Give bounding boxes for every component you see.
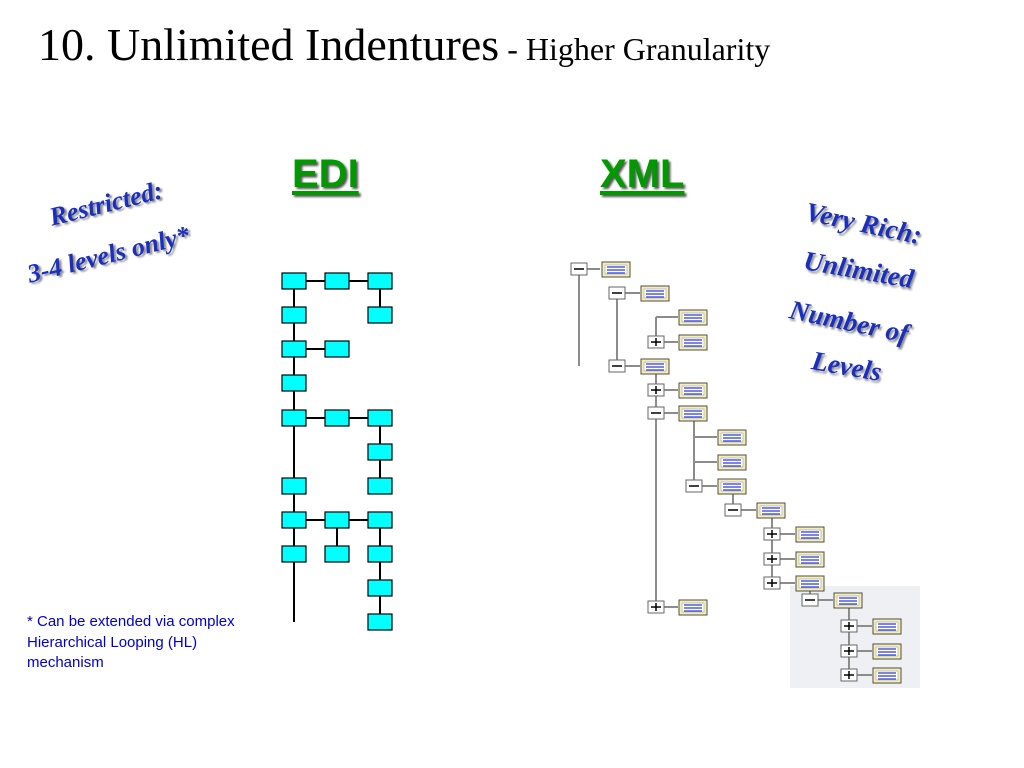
edi-segment-box [324, 409, 350, 427]
edi-segment-box [367, 579, 393, 597]
edi-segment-box [324, 545, 350, 563]
edi-segment-box [324, 511, 350, 529]
xml-heading: XML [600, 152, 685, 196]
edi-segment-box [367, 306, 393, 324]
edi-segment-box [324, 272, 350, 290]
edi-segment-box [281, 477, 307, 495]
edi-footnote: * Can be extended via complex Hierarchic… [27, 613, 235, 671]
edi-segment-box [367, 613, 393, 631]
edi-segment-box [367, 545, 393, 563]
edi-segment-box [281, 374, 307, 392]
edi-segment-box [281, 272, 307, 290]
title-main: 10. Unlimited Indentures [38, 19, 500, 70]
edi-segment-box [367, 511, 393, 529]
edi-segment-box [281, 545, 307, 563]
edi-segment-box [281, 340, 307, 358]
edi-segment-box [281, 306, 307, 324]
edi-segment-box [324, 340, 350, 358]
edi-segment-box [367, 477, 393, 495]
edi-segment-box [281, 511, 307, 529]
edi-segment-box [367, 272, 393, 290]
edi-heading: EDI [292, 152, 359, 196]
edi-segment-box [281, 409, 307, 427]
slide-title: 10. Unlimited Indentures - Higher Granul… [38, 18, 770, 71]
edi-segment-box [367, 409, 393, 427]
edi-segment-box [367, 443, 393, 461]
title-subtitle: - Higher Granularity [499, 31, 771, 67]
